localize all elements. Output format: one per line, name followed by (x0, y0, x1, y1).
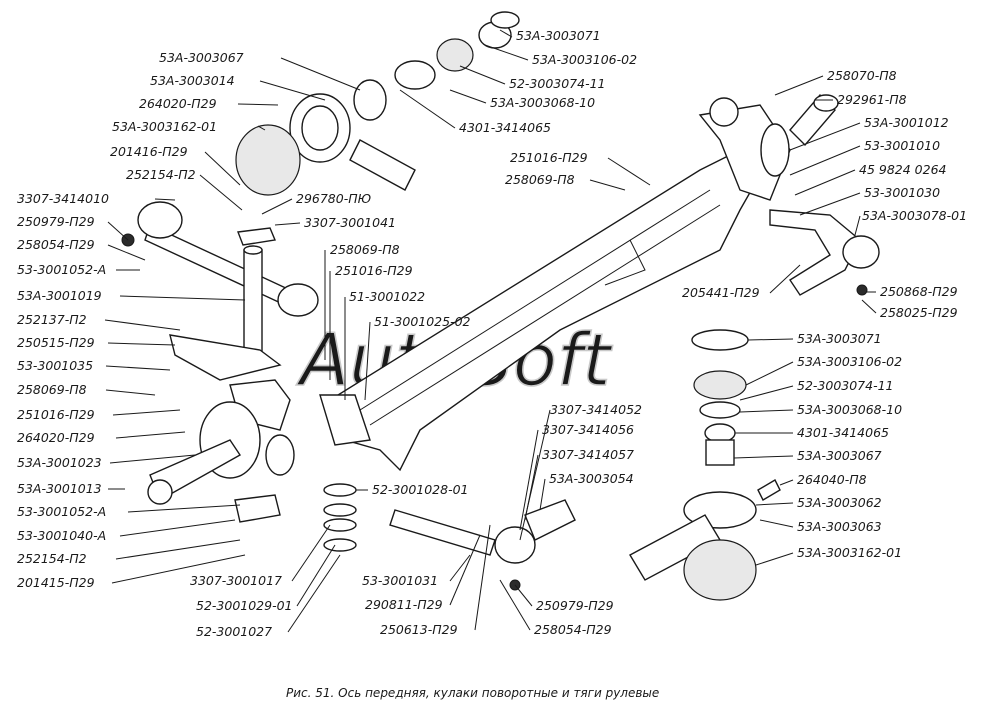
label-3307-3414056: 3307-3414056 (542, 422, 634, 437)
label-201415-p29: 201415-П29 (17, 575, 95, 590)
label-53a-3003062: 53А-3003062 (797, 495, 882, 510)
label-52-3001028-01: 52-3001028-01 (372, 482, 469, 497)
label-4301-3414065-top: 4301-3414065 (459, 120, 551, 135)
label-292961-p8: 292961-П8 (837, 92, 907, 107)
label-53a-3003106-02-right: 53А-3003106-02 (797, 354, 902, 369)
label-252154-p2-bottom: 252154-П2 (17, 551, 87, 566)
label-264040-p8: 264040-П8 (797, 472, 867, 487)
label-201416-p29: 201416-П29 (110, 144, 188, 159)
label-3307-3414057: 3307-3414057 (542, 447, 634, 462)
label-251016-p29-mid: 251016-П29 (335, 263, 413, 278)
label-258070-p8: 258070-П8 (827, 68, 897, 83)
label-4301-3414065-right: 4301-3414065 (797, 425, 889, 440)
label-53-3001010: 53-3001010 (864, 138, 940, 153)
label-53a-3001012: 53А-3001012 (864, 115, 949, 130)
label-258069-p8-left: 258069-П8 (17, 382, 87, 397)
part-labels: 53А-3003071 53А-3003106-02 52-3003074-11… (17, 28, 967, 639)
upper-left-ball-joint (235, 11, 520, 196)
label-53a-3003067-top: 53А-3003067 (159, 50, 244, 65)
label-258054-p29-bottom: 258054-П29 (534, 622, 612, 637)
steering-arm-right (769, 209, 880, 296)
steering-arm-left (169, 334, 282, 381)
label-290811-p29: 290811-П29 (365, 597, 443, 612)
axle-beam (319, 93, 839, 472)
steering-knuckle-left (147, 379, 295, 523)
label-53a-3003106-02-top: 53А-3003106-02 (532, 52, 637, 67)
label-3307-3001017: 3307-3001017 (190, 573, 282, 588)
label-53a-3003071-top: 53А-3003071 (516, 28, 601, 43)
label-53a-3003054: 53А-3003054 (549, 471, 634, 486)
label-251016-p29-left: 251016-П29 (17, 407, 95, 422)
label-53-3001052-a-top: 53-3001052-А (17, 262, 106, 277)
label-53-3001030: 53-3001030 (864, 185, 940, 200)
label-51-3001022: 51-3001022 (349, 289, 425, 304)
label-258054-p29-left: 258054-П29 (17, 237, 95, 252)
label-51-3001025-02: 51-3001025-02 (374, 314, 471, 329)
label-53a-3003162-01-top: 53А-3003162-01 (112, 119, 217, 134)
label-252154-p2-top: 252154-П2 (126, 167, 196, 182)
label-53a-3003068-10-right: 53А-3003068-10 (797, 402, 902, 417)
label-52-3001027: 52-3001027 (196, 624, 272, 639)
label-252137-p2: 252137-П2 (17, 312, 87, 327)
label-53a-3003162-01-right: 53А-3003162-01 (797, 545, 902, 560)
figure-caption: Рис. 51. Ось передняя, кулаки поворотные… (286, 686, 659, 700)
label-250979-p29-bottom: 250979-П29 (536, 598, 614, 613)
label-250515-p29: 250515-П29 (17, 335, 95, 350)
thrust-washer-stack (323, 483, 357, 552)
label-264020-p29-top: 264020-П29 (139, 96, 217, 111)
label-52-3001029-01: 52-3001029-01 (196, 598, 293, 613)
label-251016-p29-right: 251016-П29 (510, 150, 588, 165)
label-52-3003074-11-top: 52-3003074-11 (509, 76, 606, 91)
label-250979-p29-left: 250979-П29 (17, 214, 95, 229)
label-3307-3414010: 3307-3414010 (17, 191, 109, 206)
label-296780-pyu: 296780-ПЮ (296, 191, 371, 206)
label-53a-3003014: 53А-3003014 (150, 73, 235, 88)
label-53a-3001019: 53А-3001019 (17, 288, 102, 303)
leader-lines (104, 29, 877, 633)
label-205441-p29: 205441-П29 (682, 285, 760, 300)
label-264020-p29-left: 264020-П29 (17, 430, 95, 445)
label-53a-3003068-10-top: 53А-3003068-10 (490, 95, 595, 110)
label-3307-3001041: 3307-3001041 (304, 215, 396, 230)
label-45-9824-0264: 45 9824 0264 (859, 162, 947, 177)
label-52-3003074-11-right: 52-3003074-11 (797, 378, 894, 393)
label-258025-p29: 258025-П29 (880, 305, 958, 320)
label-53a-3001023: 53А-3001023 (17, 455, 102, 470)
label-53-3001031: 53-3001031 (362, 573, 438, 588)
label-250613-p29: 250613-П29 (380, 622, 458, 637)
label-53-3001040-a: 53-3001040-А (17, 528, 106, 543)
label-53-3001035: 53-3001035 (17, 358, 93, 373)
label-250868-p29: 250868-П29 (880, 284, 958, 299)
label-53a-3003067-right: 53А-3003067 (797, 448, 882, 463)
label-53a-3003071-right: 53А-3003071 (797, 331, 882, 346)
label-53a-3003078-01: 53А-3003078-01 (862, 208, 967, 223)
lower-right-ball-joint (629, 329, 781, 601)
drag-link (389, 499, 576, 591)
label-3307-3414052: 3307-3414052 (550, 402, 642, 417)
label-53a-3003063: 53А-3003063 (797, 519, 882, 534)
label-258069-p8-right: 258069-П8 (505, 172, 575, 187)
label-258069-p8-mid: 258069-П8 (330, 242, 400, 257)
label-53a-3001013: 53А-3001013 (17, 481, 102, 496)
label-53-3001052-a-bottom: 53-3001052-А (17, 504, 106, 519)
kingpin (237, 227, 276, 361)
